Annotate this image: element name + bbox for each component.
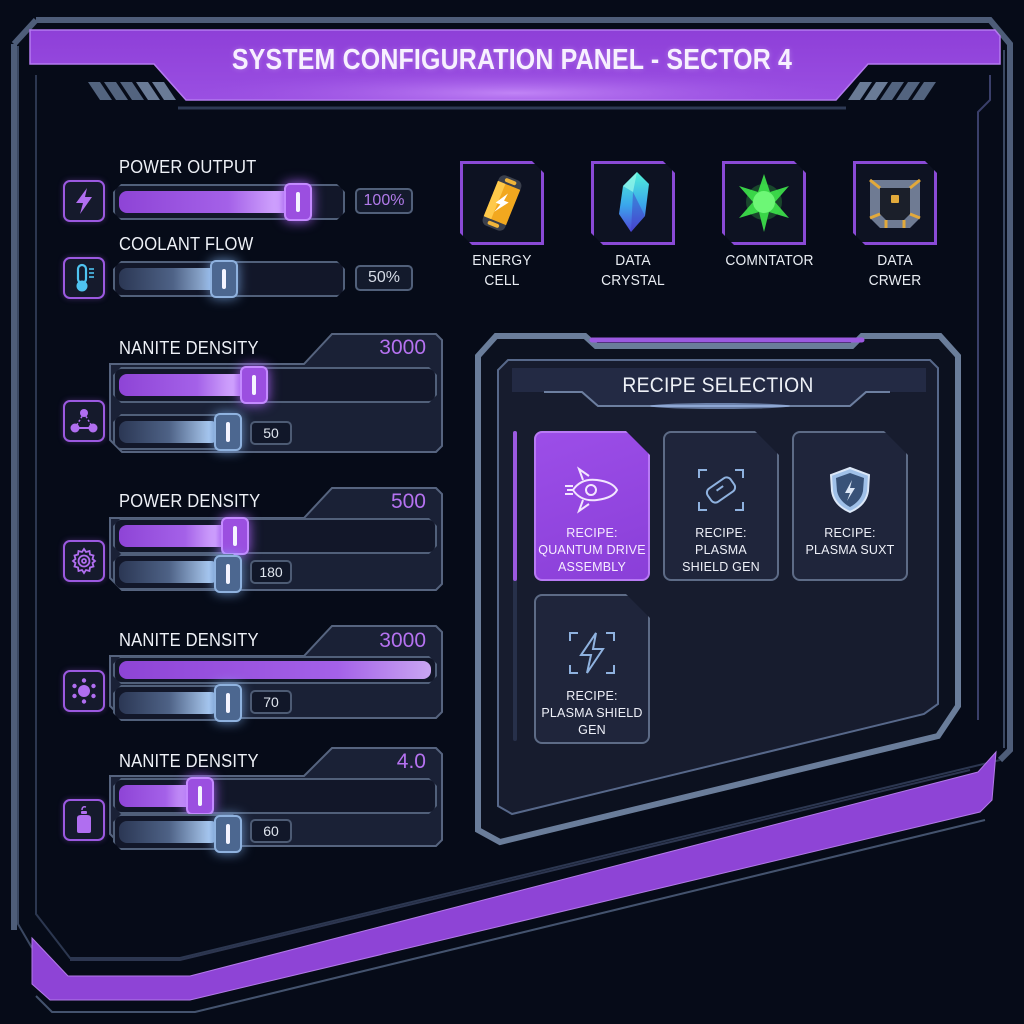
recipe-card-label: RECIPE: QUANTUM DRIVE ASSEMBLY bbox=[538, 526, 646, 574]
power-output-slider-handle[interactable] bbox=[284, 183, 312, 221]
nanite-density-primary-slider-1[interactable] bbox=[113, 367, 437, 403]
nanite-density-value-3: 3000 bbox=[379, 629, 426, 652]
nanite-density-secondary-value-3: 70 bbox=[250, 690, 292, 714]
coolant-flow-fill bbox=[119, 268, 227, 290]
nanite-density-secondary-value-1: 50 bbox=[250, 421, 292, 445]
nanite-density-secondary-handle-3[interactable] bbox=[214, 684, 242, 722]
nanite-density-primary-slider-4[interactable] bbox=[113, 778, 437, 814]
power-output-fill bbox=[119, 191, 301, 213]
recipe-card-plasma-suxt[interactable]: RECIPE: PLASMA SUXT bbox=[792, 431, 908, 581]
secondary-fill bbox=[119, 692, 219, 714]
power-density-label: POWER DENSITY bbox=[119, 491, 261, 511]
inventory-item-data-crwer[interactable]: DATA CRWER bbox=[853, 161, 937, 291]
primary-fill bbox=[119, 661, 431, 679]
nanite-density-icon-box-1 bbox=[63, 400, 105, 442]
capsule-icon bbox=[695, 466, 747, 514]
coolant-flow-slider-handle[interactable] bbox=[210, 260, 238, 298]
power-density-primary-handle[interactable] bbox=[221, 517, 249, 555]
recipe-scrollbar-track[interactable] bbox=[513, 431, 517, 741]
power-output-icon-box bbox=[63, 180, 105, 222]
nanite-density-primary-handle-4[interactable] bbox=[186, 777, 214, 815]
inventory-item-comntator[interactable]: COMNTATOR bbox=[722, 161, 814, 271]
crystal-icon bbox=[613, 170, 653, 236]
secondary-fill bbox=[119, 821, 219, 843]
nanite-density-secondary-handle-1[interactable] bbox=[214, 413, 242, 451]
secondary-fill bbox=[119, 421, 219, 443]
recipe-card-plasma-shield-gen[interactable]: RECIPE: PLASMA SHIELD GEN bbox=[663, 431, 779, 581]
power-density-value: 500 bbox=[390, 490, 426, 513]
nanite-density-secondary-value-4: 60 bbox=[250, 819, 292, 843]
network-nodes-icon bbox=[70, 409, 98, 433]
nanite-density-secondary-handle-4[interactable] bbox=[214, 815, 242, 853]
power-density-secondary-handle[interactable] bbox=[214, 555, 242, 593]
nanite-density-value-1: 3000 bbox=[379, 336, 426, 359]
recipe-card-label: RECIPE: PLASMA SUXT bbox=[805, 526, 895, 557]
canister-icon bbox=[77, 806, 91, 833]
power-output-value: 100% bbox=[355, 188, 413, 214]
primary-fill bbox=[119, 374, 249, 396]
battery-icon bbox=[477, 170, 527, 236]
inventory-item-label: COMNTATOR bbox=[725, 252, 814, 269]
crate-icon bbox=[866, 174, 924, 232]
nanite-density-icon-box-3 bbox=[63, 670, 105, 712]
recipe-card-plasma-shield-gen-2[interactable]: RECIPE: PLASMA SHIELD GEN bbox=[534, 594, 650, 744]
spaceship-icon bbox=[563, 466, 621, 514]
coolant-flow-value: 50% bbox=[355, 265, 413, 291]
power-density-icon-box bbox=[63, 540, 105, 582]
power-density-primary-slider[interactable] bbox=[113, 518, 437, 554]
molecule-icon bbox=[72, 678, 96, 704]
nanite-density-primary-slider-3[interactable] bbox=[113, 656, 437, 684]
nanite-density-icon-box-4 bbox=[63, 799, 105, 841]
gear-icon bbox=[71, 547, 97, 575]
inventory-item-label: DATA CRWER bbox=[868, 252, 922, 289]
lightning-icon bbox=[76, 188, 92, 214]
nanite-density-label-4: NANITE DENSITY bbox=[119, 751, 259, 771]
secondary-fill bbox=[119, 561, 219, 583]
nanite-density-label-1: NANITE DENSITY bbox=[119, 338, 259, 358]
primary-fill bbox=[119, 785, 197, 807]
nanite-density-label-3: NANITE DENSITY bbox=[119, 630, 259, 650]
recipe-card-quantum-drive-assembly[interactable]: RECIPE: QUANTUM DRIVE ASSEMBLY bbox=[534, 431, 650, 581]
recipe-selection-title: RECIPE SELECTION bbox=[622, 374, 814, 397]
lightning-frame-icon bbox=[567, 629, 617, 677]
coolant-flow-icon-box bbox=[63, 257, 105, 299]
coolant-flow-label: COOLANT FLOW bbox=[119, 234, 254, 254]
primary-fill bbox=[119, 525, 229, 547]
nanite-density-value-4: 4.0 bbox=[396, 750, 426, 773]
recipe-card-label: RECIPE: PLASMA SHIELD GEN bbox=[682, 526, 760, 574]
shield-icon bbox=[826, 465, 874, 515]
recipe-scrollbar-thumb[interactable] bbox=[513, 431, 517, 581]
page-title: SYSTEM CONFIGURATION PANEL - SECTOR 4 bbox=[231, 44, 793, 76]
power-output-label: POWER OUTPUT bbox=[119, 157, 257, 177]
thermometer-icon bbox=[76, 263, 94, 292]
recipe-card-label: RECIPE: PLASMA SHIELD GEN bbox=[541, 689, 643, 737]
nanite-density-primary-handle-1[interactable] bbox=[240, 366, 268, 404]
power-density-secondary-value: 180 bbox=[250, 560, 292, 584]
green-gem-icon bbox=[733, 172, 795, 234]
